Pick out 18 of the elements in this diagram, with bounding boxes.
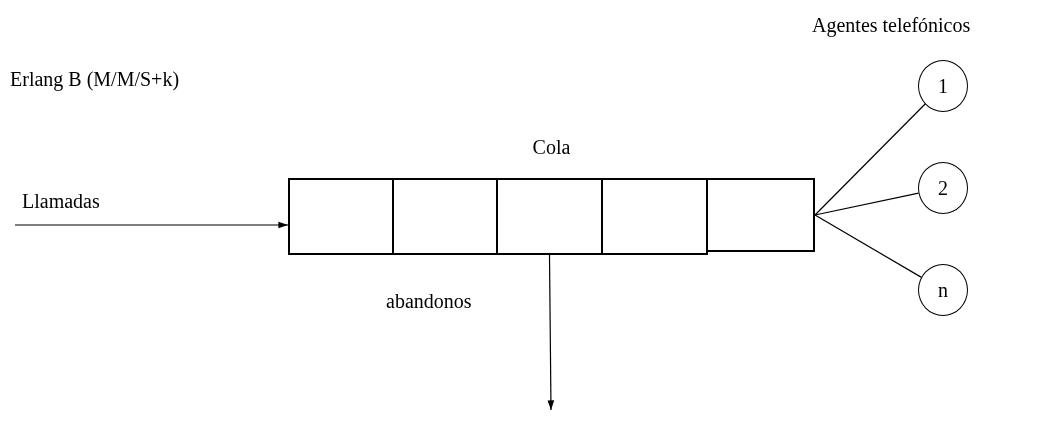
queue-slot [288, 178, 394, 255]
queue-slot [392, 178, 498, 255]
arrow [547, 254, 555, 411]
connector-line [814, 214, 923, 278]
queue-label: Cola [532, 136, 571, 159]
agent-circle: 2 [918, 162, 968, 214]
agent-circle: 1 [918, 60, 968, 112]
group-label: Agentes telefónicos [812, 14, 971, 37]
queue-slot [496, 178, 603, 255]
queue-slot [706, 178, 815, 252]
diagram-title: Erlang B (M/M/S+k) [10, 68, 180, 91]
arrow [14, 221, 289, 229]
agent-circle: n [918, 264, 968, 316]
connector-line [814, 192, 920, 216]
edge-label: abandonos [386, 290, 472, 313]
edge-label: Llamadas [22, 190, 100, 213]
queue-slot [601, 178, 708, 255]
connector-line [814, 103, 926, 216]
